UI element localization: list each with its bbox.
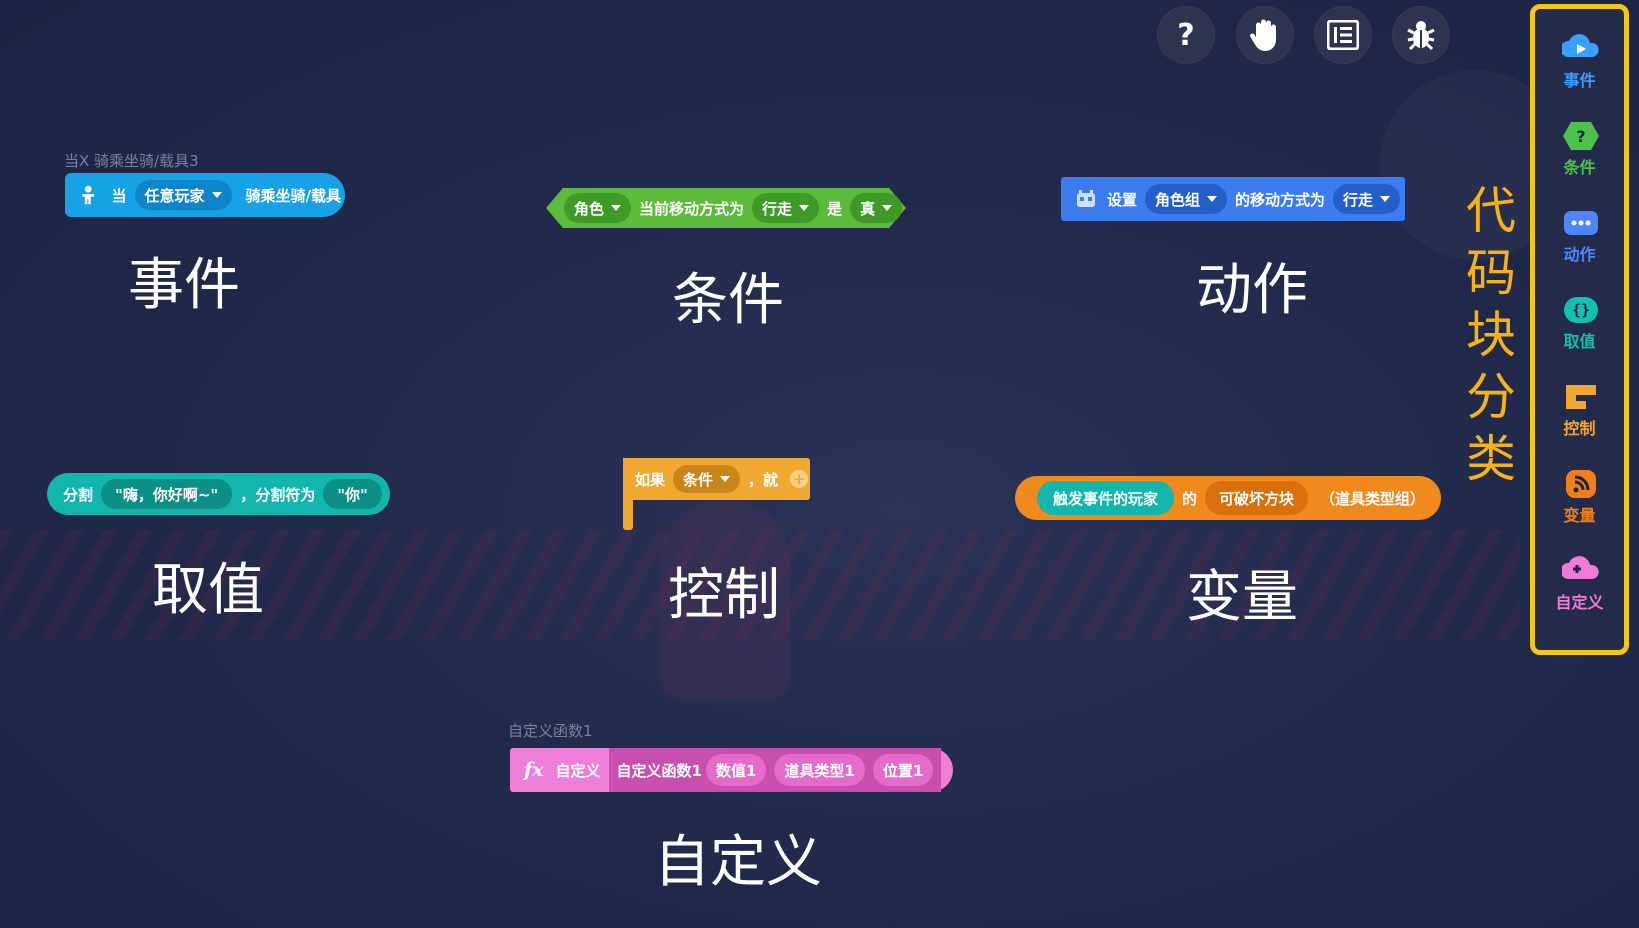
hand-tool-button[interactable]: [1236, 6, 1294, 64]
variable-label: 变量: [1186, 565, 1298, 630]
custom-define-text: 自定义: [555, 761, 601, 780]
variable-icon: [1566, 470, 1596, 498]
value-separator-slot[interactable]: "你": [323, 479, 382, 509]
value-icon: {}: [1564, 297, 1598, 323]
event-icon: [1562, 34, 1599, 57]
event-prefix: 当: [111, 186, 127, 205]
custom-block[interactable]: fx 自定义 自定义函数1 数值1 道具类型1 位置1: [510, 748, 953, 792]
variable-type-text: （道具类型组）: [1320, 489, 1426, 508]
control-then-text: ，就: [748, 470, 779, 489]
custom-function-name[interactable]: 自定义函数1: [616, 761, 702, 780]
sidebar-item-label: 事件: [1563, 71, 1596, 90]
title-char: 块: [1466, 306, 1516, 364]
category-sidebar: 事件 ? 条件 动作 {} 取值 控制 变量: [1530, 4, 1629, 655]
control-icon: [1566, 385, 1596, 409]
event-player-dropdown[interactable]: 任意玩家: [134, 180, 232, 210]
control-add-icon[interactable]: +: [790, 470, 809, 488]
svg-text:{}: {}: [1572, 301, 1590, 319]
variable-player-slot[interactable]: 触发事件的玩家: [1037, 481, 1175, 515]
event-suffix: 骑乘坐骑/载具: [245, 186, 341, 205]
sidebar-item-control[interactable]: 控制: [1535, 375, 1624, 455]
sidebar-item-action[interactable]: 动作: [1535, 201, 1624, 281]
value-block[interactable]: 分割 "嗨，你好啊~" ，分割符为 "你": [47, 473, 390, 515]
background-character: [660, 500, 790, 700]
control-label: 控制: [668, 563, 780, 628]
custom-param-position[interactable]: 位置1: [872, 754, 934, 786]
control-if-text: 如果: [635, 470, 666, 489]
sidebar-item-label: 自定义: [1555, 593, 1604, 612]
sidebar-item-variable[interactable]: 变量: [1535, 462, 1624, 542]
action-label: 动作: [1196, 258, 1308, 323]
control-block[interactable]: 如果 条件 ，就 +: [623, 458, 810, 500]
question-icon: ?: [1177, 17, 1195, 53]
robot-icon: [1077, 190, 1095, 207]
value-separator-text: ，分割符为: [240, 485, 316, 504]
condition-role-dropdown[interactable]: 角色: [564, 193, 632, 223]
list-icon: [1327, 20, 1359, 50]
bug-icon: [1407, 21, 1435, 51]
action-text: 的移动方式为: [1235, 190, 1326, 209]
condition-icon: ?: [1563, 122, 1599, 150]
title-char: 代: [1466, 182, 1516, 240]
custom-param-itemtype[interactable]: 道具类型1: [774, 754, 865, 786]
sidebar-item-value[interactable]: {} 取值: [1535, 288, 1624, 368]
function-icon: fx: [524, 759, 544, 781]
custom-param-number[interactable]: 数值1: [705, 754, 767, 786]
hand-icon: [1250, 19, 1276, 51]
sidebar-item-label: 条件: [1563, 158, 1596, 177]
custom-signature: 自定义函数1 数值1 道具类型1 位置1: [608, 748, 942, 792]
player-icon: [82, 185, 95, 205]
value-split-text: 分割: [63, 485, 94, 504]
sidebar-item-label: 取值: [1563, 332, 1596, 351]
title-char: 码: [1466, 244, 1516, 302]
condition-bool-dropdown[interactable]: 真: [850, 193, 903, 223]
category-title: 代 码 块 分 类: [1465, 180, 1517, 490]
sidebar-item-custom[interactable]: 自定义: [1535, 549, 1624, 629]
background-fence: [0, 530, 1520, 640]
custom-label: 自定义: [654, 830, 822, 895]
variable-block[interactable]: 触发事件的玩家 的 可破坏方块 （道具类型组）: [1015, 476, 1441, 520]
custom-icon: [1562, 556, 1599, 579]
action-block[interactable]: 设置 角色组 的移动方式为 行走: [1061, 177, 1405, 221]
condition-move-dropdown[interactable]: 行走: [752, 193, 820, 223]
variable-block-slot[interactable]: 可破坏方块: [1205, 481, 1309, 515]
control-condition-dropdown[interactable]: 条件: [673, 465, 741, 493]
value-label: 取值: [152, 558, 264, 623]
value-string-slot[interactable]: "嗨，你好啊~": [101, 479, 233, 509]
custom-block-caption: 自定义函数1: [508, 722, 593, 740]
title-char: 分: [1466, 368, 1516, 426]
list-button[interactable]: [1314, 6, 1372, 64]
svg-text:?: ?: [1576, 127, 1585, 146]
help-button[interactable]: ?: [1157, 6, 1215, 64]
action-icon: [1564, 211, 1598, 235]
sidebar-item-label: 变量: [1563, 506, 1596, 525]
condition-block[interactable]: 角色 当前移动方式为 行走 是 真: [560, 193, 906, 223]
action-role-dropdown[interactable]: 角色组: [1145, 184, 1228, 214]
sidebar-item-label: 控制: [1563, 419, 1596, 438]
sidebar-item-label: 动作: [1563, 245, 1596, 264]
variable-of-text: 的: [1182, 489, 1198, 508]
event-block-caption: 当X 骑乘坐骑/载具3: [64, 152, 199, 170]
event-block[interactable]: 当 任意玩家 骑乘坐骑/载具: [65, 173, 345, 217]
action-move-dropdown[interactable]: 行走: [1333, 184, 1401, 214]
title-char: 类: [1466, 430, 1516, 488]
action-set-text: 设置: [1107, 190, 1138, 209]
condition-text: 当前移动方式为: [639, 199, 745, 218]
debug-button[interactable]: [1392, 6, 1450, 64]
condition-label: 条件: [672, 268, 784, 333]
event-label: 事件: [128, 253, 240, 318]
sidebar-item-event[interactable]: 事件: [1535, 27, 1624, 107]
condition-is-text: 是: [827, 199, 843, 218]
sidebar-item-condition[interactable]: ? 条件: [1535, 114, 1624, 194]
